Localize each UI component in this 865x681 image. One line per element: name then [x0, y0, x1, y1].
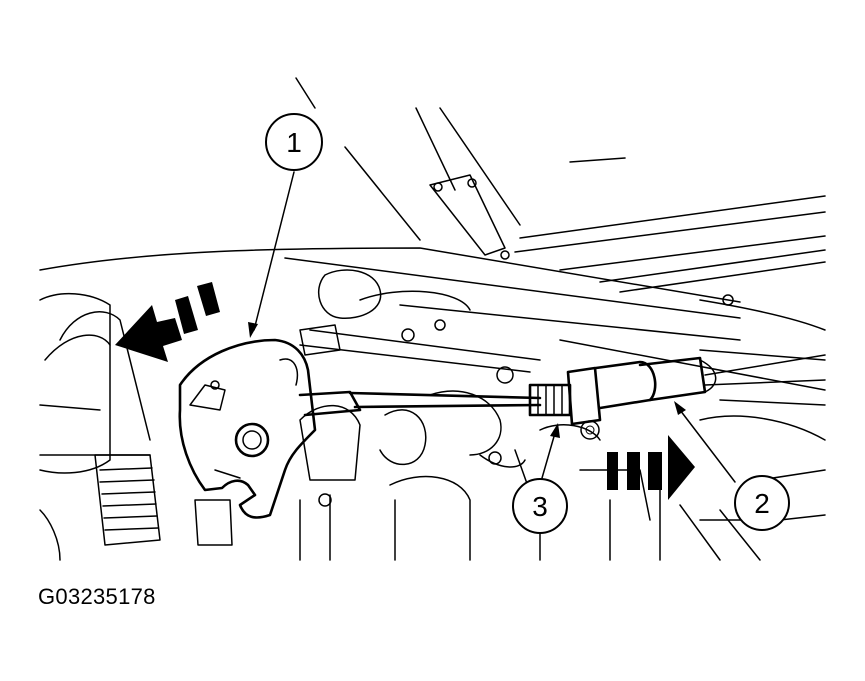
- callout-leaders: [248, 171, 736, 486]
- svg-text:3: 3: [532, 491, 548, 522]
- figure-id-label: G03235178: [38, 584, 156, 609]
- svg-text:1: 1: [286, 127, 302, 158]
- background-structure: [39, 77, 826, 561]
- callout-1: 1: [265, 113, 323, 171]
- shift-cable-assembly: [299, 329, 826, 426]
- ribbed-block: [94, 454, 161, 546]
- callout-2: 2: [734, 475, 790, 531]
- callout-3: 3: [512, 478, 568, 534]
- movement-arrow-left: [115, 282, 220, 362]
- shift-lever-arm: [178, 338, 542, 519]
- movement-arrow-right: [607, 435, 695, 500]
- svg-text:2: 2: [754, 488, 770, 519]
